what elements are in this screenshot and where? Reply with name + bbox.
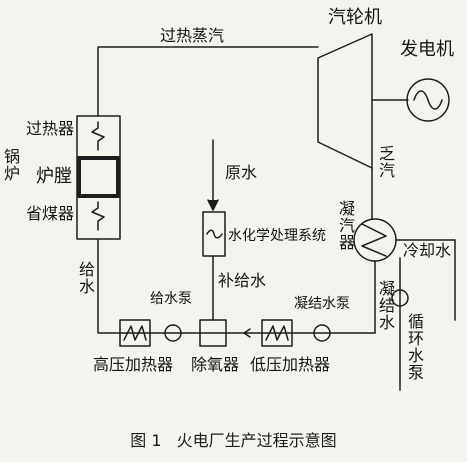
turbine-label: 汽轮机 <box>328 7 382 28</box>
generator-label: 发电机 <box>400 39 454 60</box>
superheater-coil-icon <box>91 121 105 151</box>
generator-sine-icon <box>413 90 443 110</box>
economizer-label: 省煤器 <box>26 204 75 223</box>
raw-water-arrow <box>207 199 219 211</box>
figure-caption: 图 1 火电厂生产过程示意图 <box>0 427 467 451</box>
economizer-coil-icon <box>91 201 105 231</box>
superheater-label: 过热器 <box>26 119 75 138</box>
water-treatment-box <box>202 211 226 257</box>
lp-heater-box <box>261 319 293 347</box>
feed-pump-circle <box>164 324 182 342</box>
furnace-box <box>77 156 120 198</box>
raw-water-label: 原水 <box>225 163 258 182</box>
condenser-coil-icon <box>361 223 387 257</box>
lp-heater-coil-icon <box>265 325 289 341</box>
flow-arrow-1 <box>243 328 251 338</box>
furnace-label: 炉膛 <box>36 166 72 187</box>
turbine-shape <box>317 33 373 169</box>
circulating-pump-circle <box>391 289 409 307</box>
condensate-water-label: 凝结水 <box>376 280 395 331</box>
feed-water-line <box>97 239 376 334</box>
feed-water-label: 给水 <box>76 261 95 295</box>
deaerator-box <box>199 319 227 347</box>
feed-pump-label: 给水泵 <box>150 291 192 307</box>
generator-circle <box>406 78 450 122</box>
exhaust-steam-label: 乏汽 <box>376 145 395 179</box>
condensate-pump-circle <box>313 324 331 342</box>
boiler-label: 锅炉 <box>1 148 20 182</box>
condenser-label: 凝汽器 <box>336 200 355 251</box>
cooling-water-label: 冷却水 <box>403 241 452 260</box>
hp-heater-label: 高压加热器 <box>93 355 174 374</box>
water-treatment-label: 水化学处理系统 <box>228 228 326 244</box>
hp-heater-box <box>119 319 151 347</box>
figure-number: 图 1 <box>130 431 162 450</box>
water-treatment-wave-icon <box>206 229 223 239</box>
hp-heater-coil-icon <box>123 325 147 341</box>
figure-title: 火电厂生产过程示意图 <box>176 431 337 450</box>
lp-heater-label: 低压加热器 <box>250 355 331 374</box>
superheated-steam-label: 过热蒸汽 <box>160 26 225 45</box>
condensate-pump-label: 凝结水泵 <box>294 296 350 312</box>
superheated-steam-line <box>97 46 319 117</box>
circulating-pump-label: 循环水泵 <box>405 313 424 381</box>
makeup-water-label: 补给水 <box>218 271 267 290</box>
deaerator-label: 除氧器 <box>191 355 240 374</box>
